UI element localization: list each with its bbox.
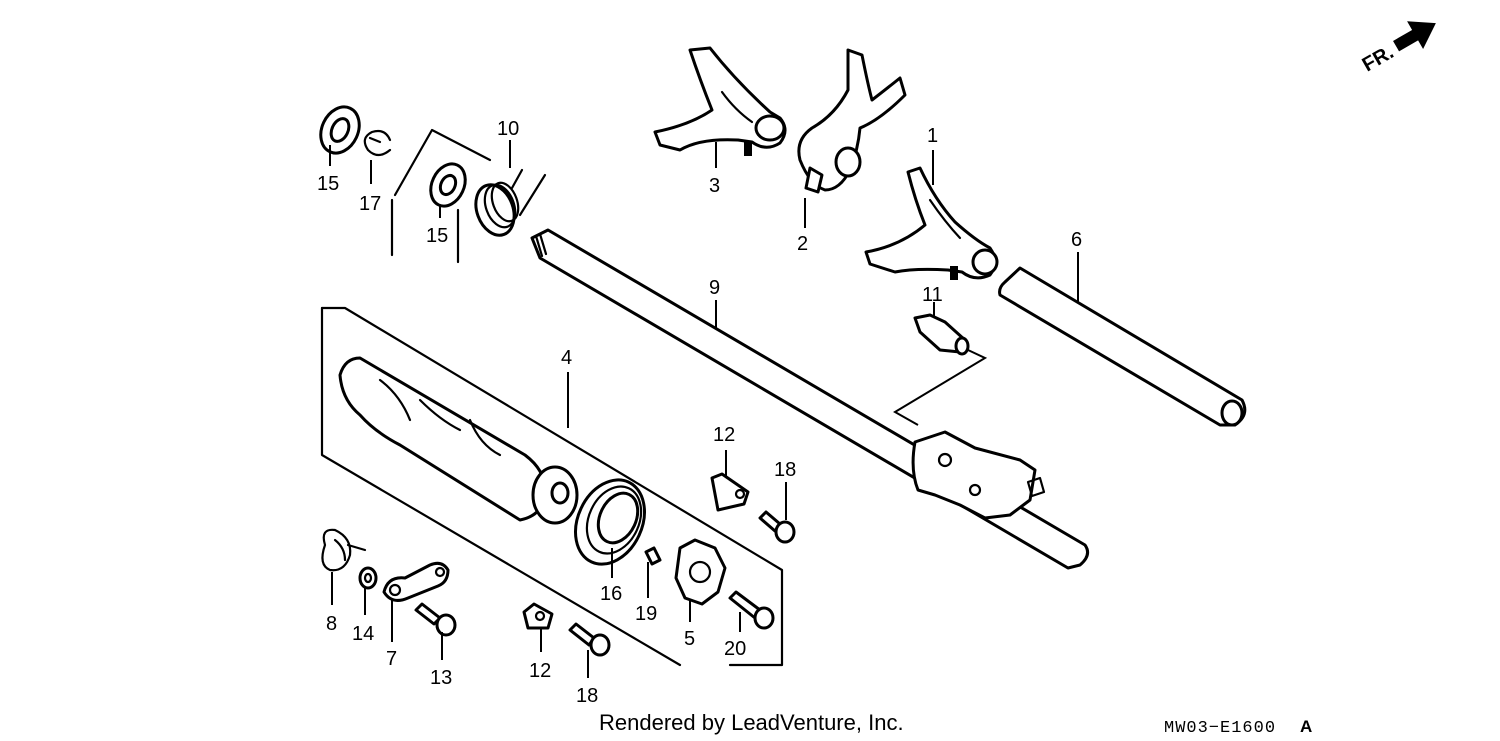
shift-fork-shaft-6[interactable] [998, 266, 1247, 427]
callout-5[interactable]: 5 [684, 628, 695, 650]
bolt-18-lower[interactable] [568, 622, 611, 657]
callout-13[interactable]: 13 [430, 667, 452, 689]
callout-10[interactable]: 10 [497, 118, 519, 140]
bearing-16[interactable] [562, 469, 657, 576]
callout-17[interactable]: 17 [359, 193, 381, 215]
washer-15-lower[interactable] [424, 158, 472, 211]
stopper-plate-12-lower[interactable] [522, 602, 554, 630]
callout-4[interactable]: 4 [561, 347, 572, 369]
callout-20[interactable]: 20 [724, 638, 746, 660]
diagram-code: MW03−E1600 A [1164, 717, 1312, 738]
front-arrow-icon [1393, 21, 1436, 52]
callout-3[interactable]: 3 [709, 175, 720, 197]
bracket-frame [390, 128, 492, 264]
shift-fork-1[interactable] [864, 166, 999, 280]
diagram-code-suffix: A [1300, 717, 1312, 736]
front-direction-indicator: FR. [1359, 21, 1436, 76]
callout-9[interactable]: 9 [709, 277, 720, 299]
callout-12-lower[interactable]: 12 [529, 660, 551, 682]
gearshift-plate-assembly[interactable] [911, 430, 1046, 520]
render-credit: Rendered by LeadVenture, Inc. [599, 710, 904, 735]
callout-14[interactable]: 14 [352, 623, 374, 645]
bolt-13[interactable] [414, 602, 457, 637]
clip-17[interactable] [363, 129, 392, 157]
callout-15-lower[interactable]: 15 [426, 225, 448, 247]
washer-14[interactable] [358, 566, 378, 590]
shift-fork-3[interactable] [653, 46, 787, 156]
callout-12-upper[interactable]: 12 [713, 424, 735, 446]
stopper-bolt-11[interactable] [913, 313, 970, 356]
washer-15-top[interactable] [314, 101, 367, 160]
dowel-pin-19[interactable] [644, 546, 662, 566]
callout-labels: 1 2 3 4 5 6 7 8 9 10 11 12 12 13 14 15 1… [317, 118, 1082, 707]
callout-18-upper[interactable]: 18 [774, 459, 796, 481]
callout-8[interactable]: 8 [326, 613, 337, 635]
stopper-arm-7[interactable] [382, 561, 450, 602]
callout-2[interactable]: 2 [797, 233, 808, 255]
leader-lines [329, 140, 1079, 678]
bolt-20[interactable] [728, 590, 775, 630]
callout-18-lower[interactable]: 18 [576, 685, 598, 707]
shift-fork-2[interactable] [797, 48, 907, 194]
callout-19[interactable]: 19 [635, 603, 657, 625]
callout-16[interactable]: 16 [600, 583, 622, 605]
front-direction-label: FR. [1359, 41, 1398, 76]
diagram-code-text: MW03−E1600 [1164, 719, 1276, 738]
shift-drum-4[interactable] [338, 356, 579, 525]
callout-6[interactable]: 6 [1071, 229, 1082, 251]
callout-7[interactable]: 7 [386, 648, 397, 670]
drum-assembly-frame [320, 306, 784, 667]
callout-11[interactable]: 11 [922, 284, 943, 306]
drum-center-5[interactable] [674, 538, 727, 606]
callout-15-top[interactable]: 15 [317, 173, 339, 195]
stopper-plate-12-upper[interactable] [710, 472, 750, 512]
bolt-18-upper[interactable] [758, 510, 796, 544]
callout-1[interactable]: 1 [927, 125, 938, 147]
spring-8[interactable] [321, 528, 367, 572]
spring-10[interactable] [469, 168, 547, 241]
